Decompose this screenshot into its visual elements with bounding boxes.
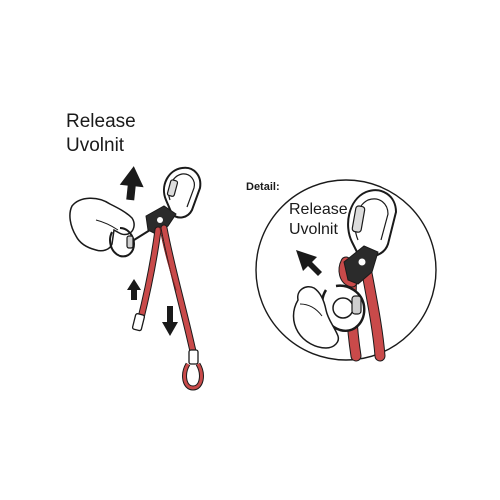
carabiner-main: [163, 166, 202, 219]
main-release-label: Release Uvolnit: [66, 110, 136, 158]
ropes-main: [136, 224, 198, 360]
detail-label-line2: Uvolnit: [289, 221, 338, 238]
rope-end-left: [131, 313, 146, 332]
release-arrow-main: [119, 166, 144, 201]
main-label-line2: Uvolnit: [66, 135, 125, 156]
device-detail-rivet: [358, 258, 366, 266]
ring-main: [109, 227, 151, 258]
detail-label-line1: Release: [289, 201, 348, 218]
pull-down-arrow: [162, 306, 178, 336]
device-rivet: [157, 217, 163, 223]
hand-main: [69, 197, 135, 252]
main-label-line1: Release: [66, 111, 136, 132]
rope-end-loop: [182, 349, 204, 391]
release-arrow-detail: [296, 250, 322, 276]
pull-up-arrow: [127, 279, 141, 300]
detail-title: Detail:: [246, 181, 280, 193]
hand-detail: [292, 286, 340, 349]
detail-release-label: Release Uvolnit: [289, 200, 348, 240]
